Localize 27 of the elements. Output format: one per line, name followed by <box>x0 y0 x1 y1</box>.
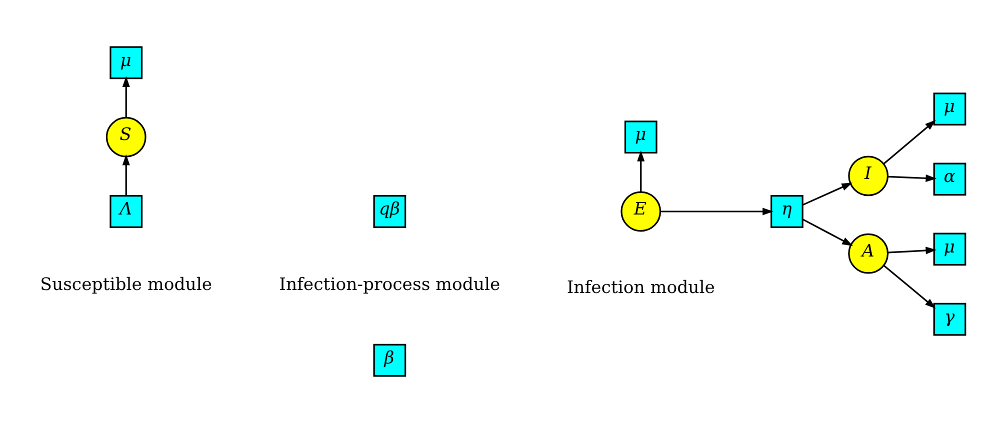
node-box: μ <box>624 120 658 154</box>
node-circle: S <box>106 116 146 157</box>
label: Infection-process module <box>279 274 500 294</box>
label: Infection module <box>566 278 715 298</box>
node-box: qβ <box>373 194 406 228</box>
node-box: μ <box>933 92 966 126</box>
arrow <box>802 218 853 246</box>
node-box: γ <box>933 302 966 336</box>
node-box: Λ <box>110 194 143 228</box>
arrow <box>883 119 936 164</box>
label: Susceptible module <box>40 274 212 294</box>
node-box: α <box>933 162 966 196</box>
arrow <box>888 246 937 254</box>
arrow <box>637 150 645 192</box>
arrow <box>883 264 936 308</box>
node-box: β <box>373 343 406 376</box>
node-circle: E <box>620 190 662 232</box>
arrow <box>122 154 130 196</box>
arrow <box>660 207 774 215</box>
node-box: η <box>770 194 804 228</box>
node-box: μ <box>933 232 966 266</box>
node-box: μ <box>110 46 143 79</box>
arrow <box>888 174 937 182</box>
arrow <box>802 182 852 206</box>
arrow <box>122 76 130 118</box>
node-circle: A <box>848 232 889 274</box>
node-circle: I <box>848 155 889 196</box>
